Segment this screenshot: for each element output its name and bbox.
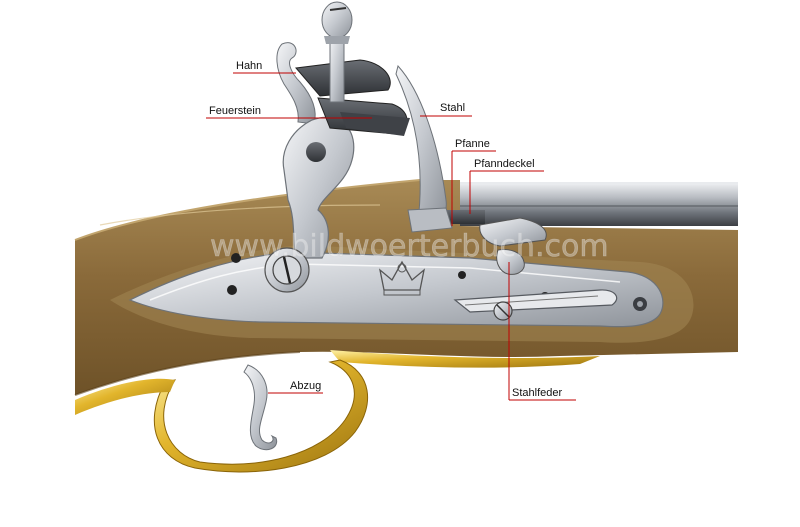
label-group-abzug: Abzug: [268, 380, 323, 394]
watermark: www.bildwoerterbuch.com: [210, 229, 609, 264]
cock: [276, 1, 410, 259]
tumbler-screw: [264, 247, 310, 293]
label-feuerstein: Feuerstein: [209, 105, 261, 117]
label-abzug: Abzug: [290, 380, 321, 392]
label-stahlfeder: Stahlfeder: [512, 387, 562, 399]
label-group-feuerstein: Feuerstein: [206, 105, 372, 119]
frizzen: [395, 64, 453, 233]
label-pfanndeckel: Pfanndeckel: [474, 158, 535, 170]
barrel: [460, 182, 738, 226]
label-group-stahlfeder: Stahlfeder: [508, 262, 576, 401]
pan: [445, 210, 547, 275]
label-group-pfanne: Pfanne: [451, 138, 496, 226]
label-group-pfanndeckel: Pfanndeckel: [469, 158, 544, 214]
trigger: [243, 364, 278, 451]
label-pfanne: Pfanne: [455, 138, 490, 150]
frizzen-spring: [453, 289, 618, 321]
trigger-guard: [75, 350, 600, 473]
crown-engraving: [379, 260, 425, 296]
label-hahn: Hahn: [236, 60, 262, 72]
label-group-stahl: Stahl: [420, 102, 472, 117]
label-group-hahn: Hahn: [233, 60, 296, 74]
label-stahl: Stahl: [440, 102, 465, 114]
